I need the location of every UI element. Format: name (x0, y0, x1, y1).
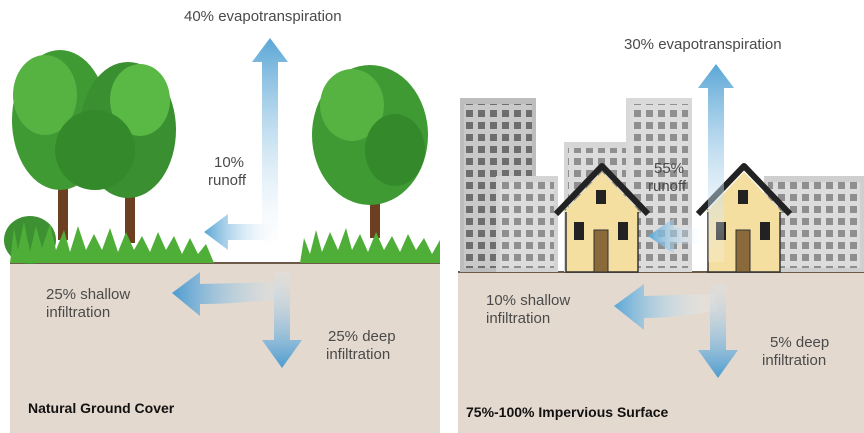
runoff-arrow (648, 218, 702, 254)
shallow-infiltration-label-2: infiltration (46, 304, 111, 321)
shallow-infiltration-label-2: infiltration (486, 310, 551, 327)
panel-caption: 75%-100% Impervious Surface (466, 404, 669, 420)
deep-infiltration-label: 25% deep (328, 328, 396, 345)
shallow-infiltration-label: 10% shallow (486, 292, 571, 309)
runoff-label: runoff (208, 172, 247, 189)
tree-cluster-left (4, 50, 176, 264)
evapotranspiration-label: 40% evapotranspiration (184, 8, 342, 25)
deep-infiltration-arrow (698, 284, 738, 378)
deep-infiltration-label-2: infiltration (762, 352, 827, 369)
evapotranspiration-label: 30% evapotranspiration (624, 36, 782, 53)
urban-scene-illustration (458, 64, 864, 433)
deep-infiltration-label: 5% deep (770, 334, 830, 351)
evapotranspiration-arrow (252, 38, 288, 250)
house-left (553, 163, 651, 273)
deep-infiltration-arrow (262, 272, 302, 368)
tree-right (312, 65, 428, 238)
grass (10, 222, 440, 263)
natural-scene-illustration (4, 38, 440, 433)
panel-caption: Natural Ground Cover (28, 400, 175, 416)
natural-ground-cover-panel: 40% evapotranspiration 10% runoff 25% sh… (4, 8, 440, 433)
evapotranspiration-arrow (698, 64, 734, 262)
shallow-infiltration-arrow (614, 284, 718, 330)
impervious-surface-panel: 30% evapotranspiration 55% runoff 10% sh… (452, 0, 864, 433)
runoff-percent-label: 55% (654, 160, 685, 177)
runoff-percent-label: 10% (214, 154, 245, 171)
shallow-infiltration-label: 25% shallow (46, 286, 131, 303)
runoff-label: runoff (648, 178, 687, 195)
shallow-infiltration-arrow (172, 272, 282, 316)
deep-infiltration-label-2: infiltration (326, 346, 391, 363)
runoff-arrow (204, 214, 278, 250)
